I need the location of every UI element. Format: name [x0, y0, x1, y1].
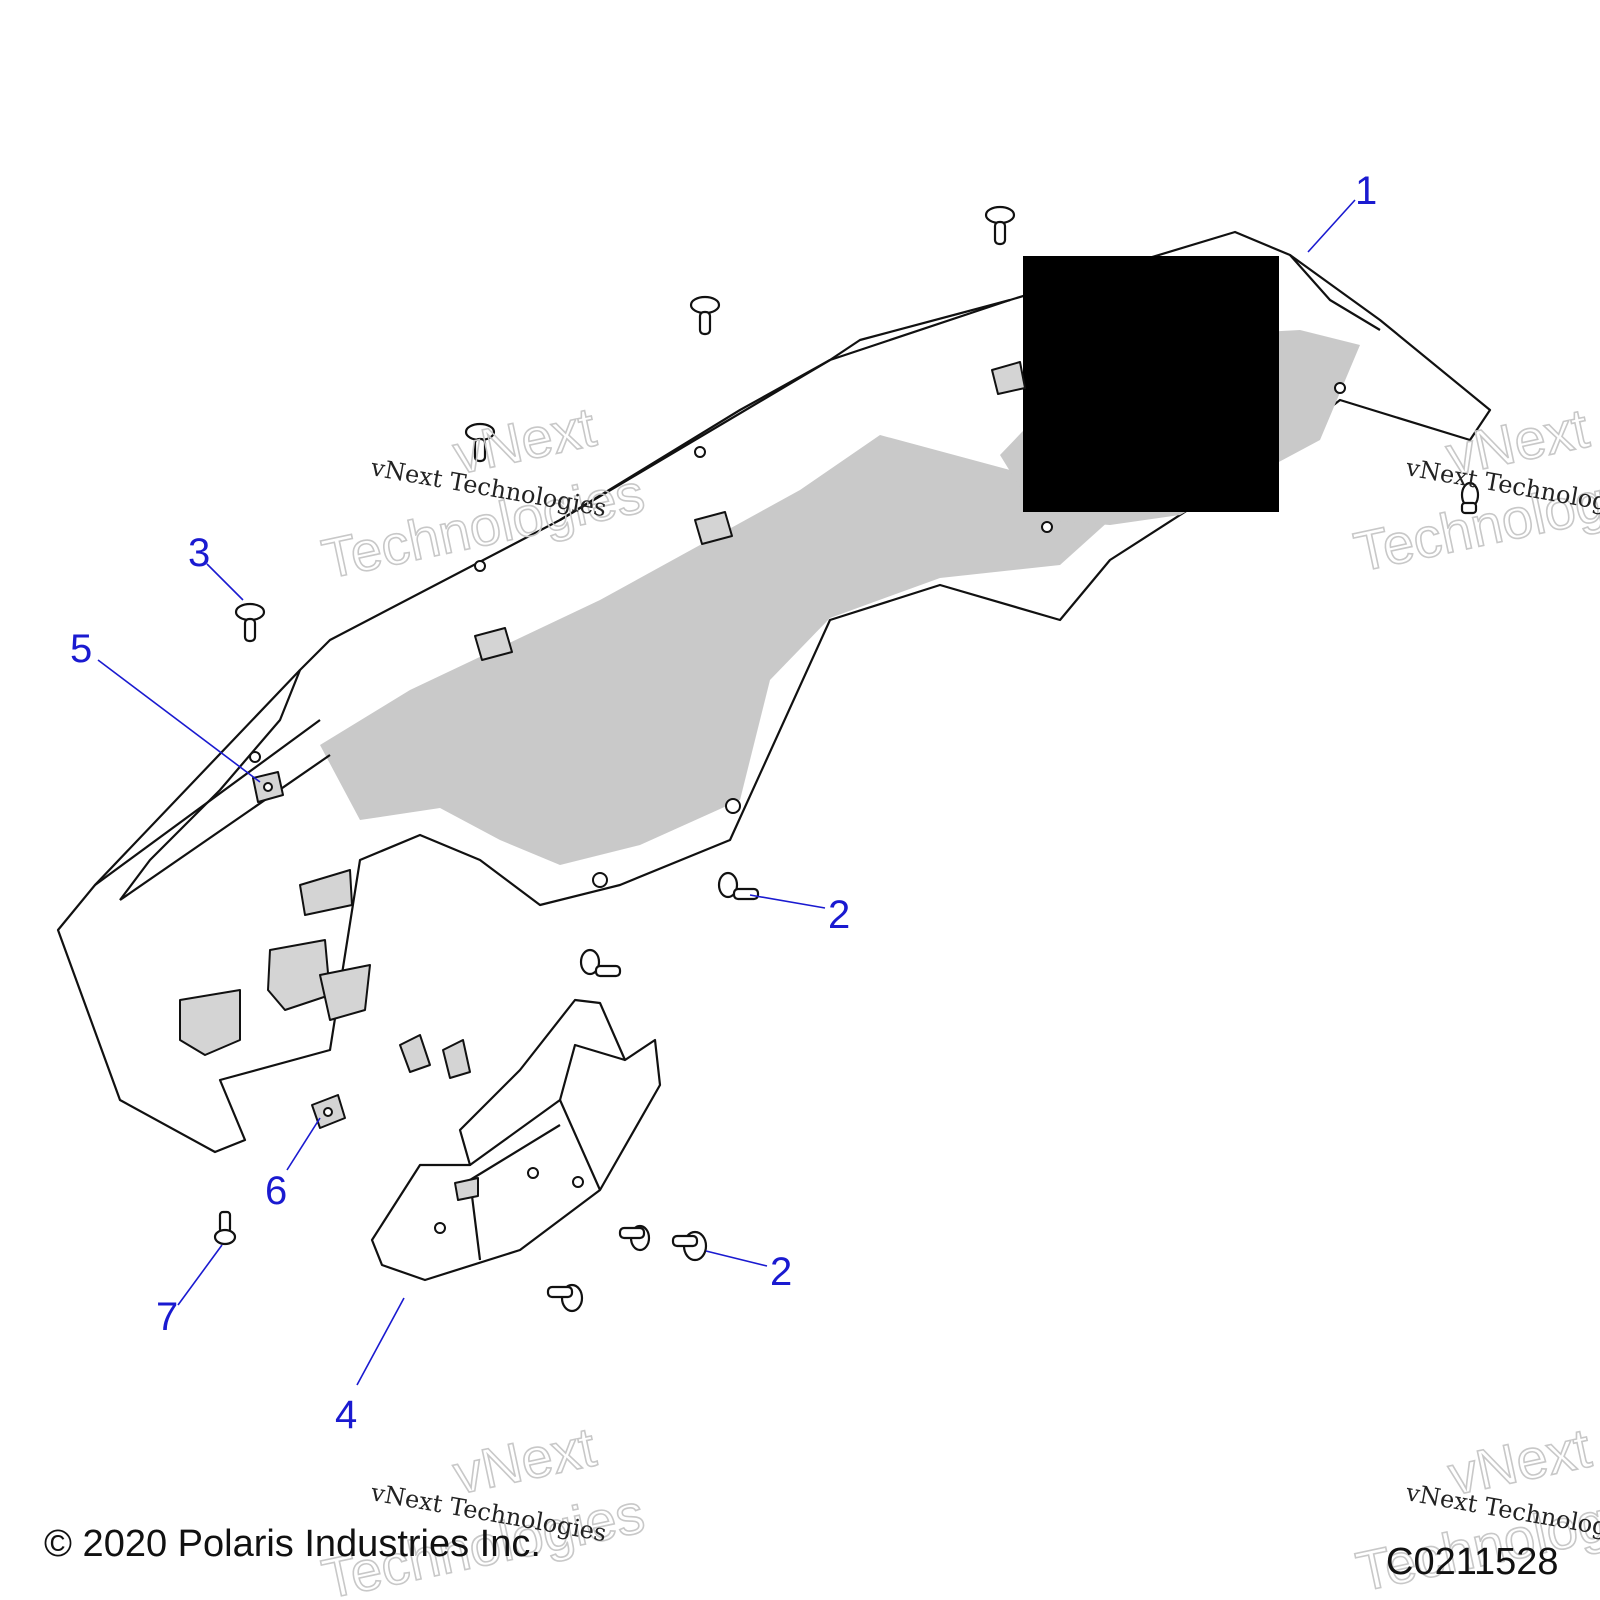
- callout-3: 3: [188, 531, 210, 575]
- clip-a: [474, 627, 513, 661]
- copyright-text: © 2020 Polaris Industries Inc.: [44, 1523, 541, 1565]
- leader-lines: [97, 199, 1356, 1386]
- clip-b: [694, 511, 733, 545]
- callout-7: 7: [156, 1295, 178, 1339]
- drawing-number: C0211528: [1386, 1541, 1559, 1583]
- clip-part-6: [311, 1094, 346, 1129]
- callout-2b: 2: [770, 1250, 792, 1294]
- screw-part-2b-1: [618, 1224, 651, 1252]
- screw-top-2: [689, 295, 721, 336]
- screw-top-3: [464, 422, 496, 463]
- screw-lower: [546, 1283, 584, 1313]
- callout-2a: 2: [828, 893, 850, 937]
- part-4-cover: [370, 998, 662, 1282]
- screw-mid: [579, 948, 622, 978]
- screw-top-1: [984, 205, 1016, 246]
- watermark-line1: vNext: [448, 1415, 602, 1506]
- screw-part-3: [234, 602, 266, 643]
- clip-e: [442, 1039, 471, 1079]
- callout-1: 1: [1355, 169, 1377, 213]
- clip-d: [399, 1034, 431, 1073]
- screw-part-2b-2: [671, 1230, 708, 1262]
- callout-6: 6: [265, 1169, 287, 1213]
- screw-right: [1460, 481, 1480, 515]
- clip-part-5: [252, 771, 284, 803]
- redaction-block: [1023, 256, 1279, 512]
- callout-5: 5: [70, 627, 92, 671]
- callout-4: 4: [335, 1393, 357, 1437]
- screw-set: [213, 205, 1480, 1313]
- clip-set: [252, 361, 1026, 1129]
- clip-c: [991, 361, 1026, 395]
- screw-part-7: [213, 1210, 237, 1246]
- callout-labels: 1 2 2 3 4 5 6 7: [70, 169, 1377, 1437]
- screw-part-2a: [717, 871, 760, 901]
